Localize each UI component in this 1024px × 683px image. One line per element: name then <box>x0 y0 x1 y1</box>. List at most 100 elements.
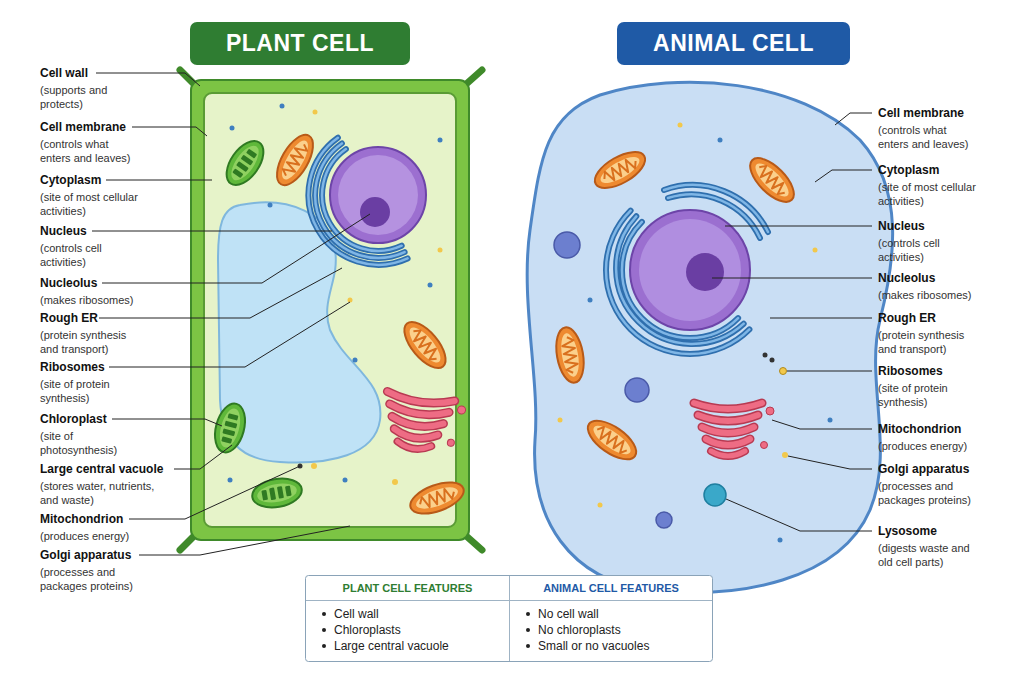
bullet-dot <box>322 644 326 648</box>
ribosome <box>813 248 818 253</box>
leader-line <box>835 113 872 125</box>
ribosome <box>280 104 285 109</box>
part-name: Cytoplasm <box>878 163 939 177</box>
part-description: (controls what enters and leaves) <box>878 123 978 151</box>
part-description: (protein synthesis and transport) <box>40 328 140 356</box>
ribosome <box>353 358 358 363</box>
ribosome <box>828 418 833 423</box>
column-header-row: ANIMAL CELL FEATURES <box>510 576 712 601</box>
mitochondrion <box>552 325 587 385</box>
vesicle <box>554 232 580 258</box>
cell-wall-corner <box>180 70 482 550</box>
bullet-dot <box>322 612 326 616</box>
mitochondrion <box>743 151 801 209</box>
animal-nucleolus <box>686 253 724 291</box>
part-description: (makes ribosomes) <box>878 288 978 302</box>
mitochondrion <box>406 476 468 520</box>
feature-row: Small or no vacuoles <box>510 638 712 654</box>
ribosome <box>778 538 783 543</box>
leader-line <box>788 456 872 469</box>
bullet-dot <box>526 612 530 616</box>
part-description: (processes and packages proteins) <box>878 479 978 507</box>
part-description: (controls cell activities) <box>878 236 978 264</box>
feature-row: Cell wall <box>306 606 509 622</box>
part-name: Cytoplasm <box>40 173 101 187</box>
feature-row: No chloroplasts <box>510 622 712 638</box>
column-header-row: PLANT CELL FEATURES <box>306 576 509 601</box>
leader-line <box>92 231 332 232</box>
part-name: Lysosome <box>878 524 937 538</box>
feature-item: No cell wall <box>538 606 599 622</box>
part-name: Rough ER <box>878 311 936 325</box>
mitochondrion <box>582 413 643 466</box>
ribosome <box>230 126 235 131</box>
golgi-apparatus <box>380 391 467 455</box>
feature-row: No cell wall <box>510 606 712 622</box>
ribosome-dots <box>558 123 833 543</box>
ribosome <box>438 248 443 253</box>
part-name: Nucleus <box>878 219 925 233</box>
part-description: (stores water, nutrients, and waste) <box>40 479 175 507</box>
leader-line <box>174 445 232 469</box>
ribosome <box>438 138 443 143</box>
ribosome <box>782 452 788 458</box>
banner-title: PLANT CELL <box>226 30 374 57</box>
bullet-dot <box>526 644 530 648</box>
animal-cell-membrane <box>527 82 893 592</box>
part-description: (protein synthesis and transport) <box>878 328 978 356</box>
chloroplast <box>250 475 304 511</box>
leader-line <box>712 278 872 279</box>
plant-cytoplasm <box>204 93 456 527</box>
leader-line <box>726 499 872 531</box>
leader-line <box>96 73 200 86</box>
features-table-frame <box>306 576 713 662</box>
feature-row: Large central vacuole <box>306 638 509 654</box>
plant-nucleolus <box>360 197 390 227</box>
leader-line <box>770 318 872 319</box>
part-name: Nucleolus <box>40 276 97 290</box>
leader-line <box>102 214 370 283</box>
ribosome <box>763 353 768 358</box>
part-name: Ribosomes <box>878 364 943 378</box>
part-name: Golgi apparatus <box>40 548 131 562</box>
part-description: (site of most cellular activities) <box>878 180 978 208</box>
part-name: Golgi apparatus <box>878 462 969 476</box>
feature-item: Chloroplasts <box>334 622 401 638</box>
part-name: Rough ER <box>40 311 98 325</box>
banner-title: ANIMAL CELL <box>653 30 814 57</box>
rough-er <box>606 185 768 354</box>
vesicle <box>625 378 649 402</box>
ribosome <box>428 283 433 288</box>
feature-column: PLANT CELL FEATURES Cell wallChloroplasts… <box>306 576 510 661</box>
feature-item: Cell wall <box>334 606 379 622</box>
ribosome <box>228 478 233 483</box>
ribosome <box>588 298 593 303</box>
leader-line <box>815 170 872 182</box>
part-name: Chloroplast <box>40 412 107 426</box>
vesicle <box>656 512 672 528</box>
leader-line <box>109 302 350 367</box>
ribosome <box>348 298 353 303</box>
part-description: (site of protein synthesis) <box>40 377 140 405</box>
part-name: Cell membrane <box>40 120 126 134</box>
ribosome <box>770 358 775 363</box>
leader-lines <box>92 73 872 555</box>
ribosome <box>311 463 317 469</box>
plant-nucleus <box>330 147 426 243</box>
part-description: (site of most cellular activities) <box>40 190 140 218</box>
part-description: (produces energy) <box>40 529 140 543</box>
ribosome <box>598 503 603 508</box>
part-description: (supports and protects) <box>40 83 140 111</box>
nucleoplasm <box>639 219 741 321</box>
leader-line <box>132 127 207 136</box>
part-name: Mitochondrion <box>40 512 123 526</box>
title-banner: PLANT CELL <box>190 22 410 65</box>
part-description: (controls cell activities) <box>40 241 140 269</box>
leader-line <box>725 226 872 227</box>
ribosome-dots <box>228 104 443 486</box>
chloroplast <box>219 134 271 191</box>
leader-line <box>112 419 222 426</box>
part-name: Cell wall <box>40 66 88 80</box>
